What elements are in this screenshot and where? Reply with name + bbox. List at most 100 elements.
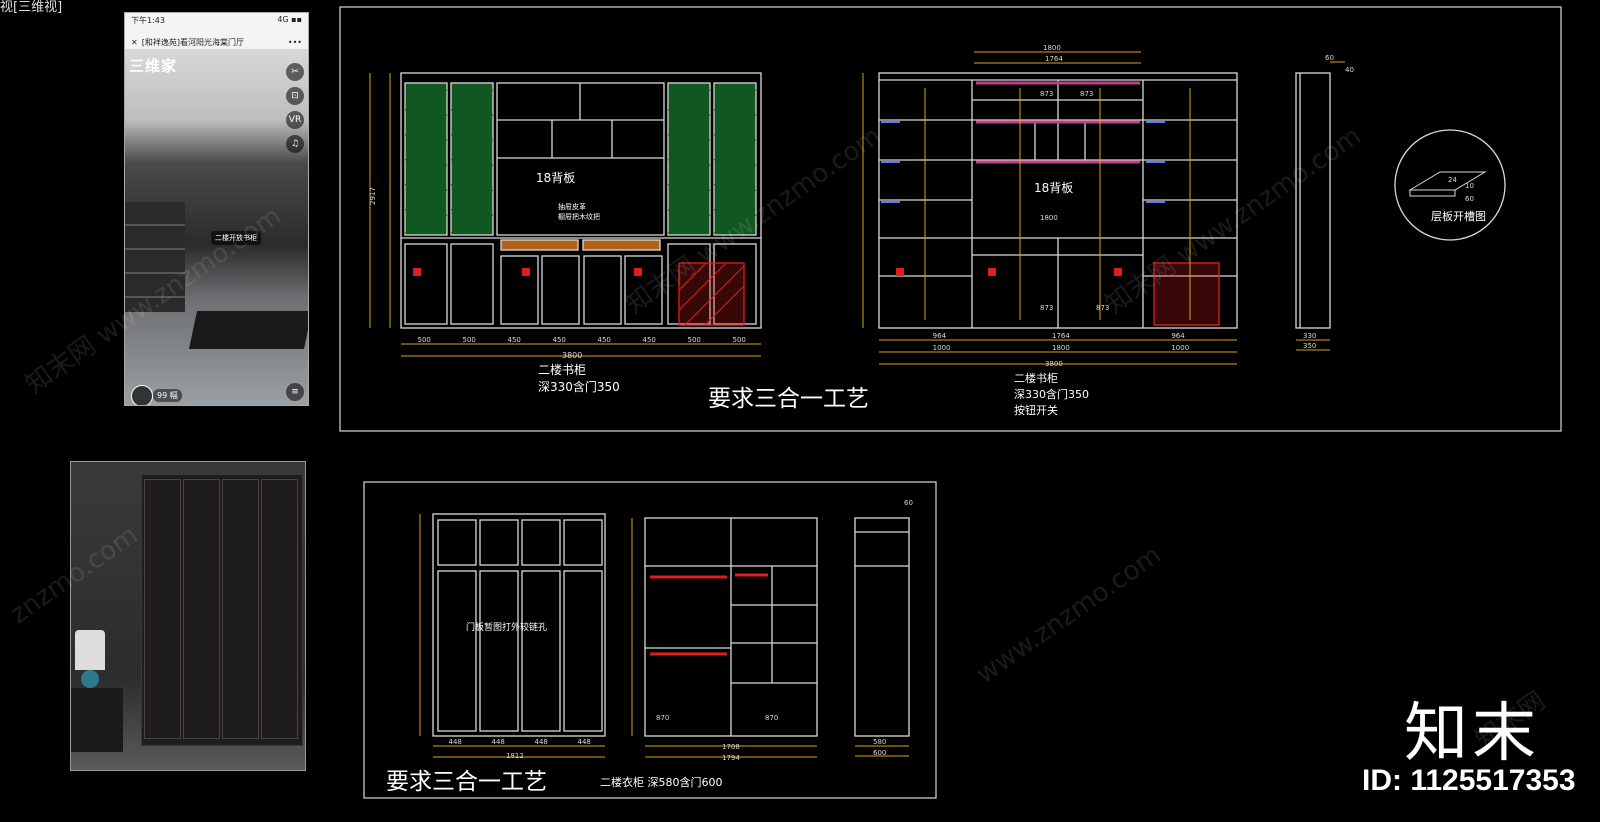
cab2-top-dim-2: 1764	[1045, 55, 1063, 63]
cab2-caption-2: 深330含门350	[1014, 387, 1089, 401]
phone-brand-logo: 三维家	[129, 57, 178, 75]
side-bottom-1: 330	[1303, 332, 1316, 340]
cab2-inner-dim-d: 873	[1096, 304, 1109, 312]
wfront-dim-0: 448	[449, 738, 462, 746]
wside-bottom-1: 580	[873, 738, 886, 746]
cab1-note-2: 橱屉把木纹把	[558, 212, 600, 221]
cab2-back-label: 18背板	[1034, 181, 1073, 195]
cab1-dimension-lines	[369, 73, 761, 357]
wardrobe-front-total: 1812	[506, 752, 524, 760]
wfront-dim-1: 448	[492, 738, 505, 746]
avatar[interactable]	[131, 385, 153, 405]
cab2-top-dim-1: 1800	[1043, 44, 1061, 52]
cab2-bottom-dims-row1: 964 1764 964	[933, 332, 1186, 340]
cab1-bottom-dim-7: 500	[733, 336, 746, 344]
cab1-bottom-dim-0: 500	[418, 336, 431, 344]
cab2-inner-dim-c: 873	[1040, 304, 1053, 312]
cab1-caption-1: 二楼书柜	[538, 362, 586, 377]
render-scene[interactable]	[125, 49, 308, 405]
phone-title: [和祥逸苑]看河阳光海棠门厅	[141, 37, 244, 47]
wardrobe-front-elevation	[432, 513, 606, 737]
menu-icon[interactable]: ≡	[286, 383, 304, 401]
image-counter: 99 幅	[153, 389, 182, 402]
wardrobe-front-bottom-dims: 448 448 448 448	[449, 738, 591, 746]
close-icon[interactable]: ✕	[131, 37, 138, 47]
cab2-inner-dim-a: 873	[1040, 90, 1053, 98]
bookcase-front-elevation	[400, 72, 762, 329]
bookcase-side-view	[1295, 72, 1331, 329]
wfront-dim-3: 448	[578, 738, 591, 746]
hanging-rods	[650, 573, 768, 656]
cab2-dimension-lines	[862, 51, 1237, 365]
phone-status-bar: 下午1:43 4G ▪▪	[125, 13, 308, 33]
wardrobe-render-photo	[70, 461, 306, 771]
scissors-icon[interactable]: ✂	[286, 63, 304, 81]
cab2-bottom-dims-row2: 1000 1800 1000	[933, 344, 1189, 352]
lamp-shade	[75, 630, 105, 670]
cab2-row1-dim-1: 1764	[1052, 332, 1070, 340]
wfront-dim-2: 448	[535, 738, 548, 746]
cab1-bottom-dim-2: 450	[508, 336, 521, 344]
cab1-bottom-dim-1: 500	[463, 336, 476, 344]
cab1-red-markers	[413, 268, 642, 276]
corner-text: 视[三维视]	[0, 0, 63, 15]
scene-bookshelf	[125, 202, 185, 312]
detail-dim-3: 60	[1465, 195, 1474, 203]
vr-icon[interactable]: VR	[286, 111, 304, 129]
cab1-note-1: 抽屉皮革	[558, 202, 586, 211]
cab1-bottom-dim-3: 450	[553, 336, 566, 344]
cab2-red-markers	[896, 268, 1122, 276]
detail-label: 层板开槽图	[1431, 209, 1486, 223]
top-panel-frame	[339, 6, 1562, 432]
bottom-panel-frame	[363, 481, 937, 799]
cab2-blue-strips	[881, 121, 1165, 203]
side-view-dims	[1296, 61, 1345, 351]
cab2-row2-dim-1: 1800	[1052, 344, 1070, 352]
more-icon[interactable]: •••	[287, 37, 302, 47]
wside-top: 60	[904, 499, 913, 507]
inside-total-2: 1794	[722, 754, 740, 762]
shelf-slot-detail	[1408, 171, 1487, 197]
wardrobe-side-dims	[855, 745, 909, 757]
cab1-total-height: 2917	[369, 187, 377, 205]
cab2-row2-dim-0: 1000	[933, 344, 951, 352]
cab2-row2-dim-2: 1000	[1171, 344, 1189, 352]
cab2-caption-1: 二楼书柜	[1014, 371, 1058, 385]
brand-logo: 知末	[1404, 697, 1540, 771]
cab1-bottom-dim-5: 450	[643, 336, 656, 344]
wardrobe-interior-elevation	[644, 517, 818, 737]
cab1-total: 3800	[562, 351, 582, 360]
box-icon[interactable]: ⊡	[286, 87, 304, 105]
cab2-caption-3: 按钮开关	[1014, 403, 1058, 417]
wardrobe-door-note: 门板暂图打外较链孔	[466, 621, 547, 633]
side-top-1: 60	[1325, 54, 1334, 62]
detail-dim-2: 10	[1465, 182, 1474, 190]
side-top-2: 40	[1345, 66, 1354, 74]
status-time: 下午1:43	[131, 16, 165, 25]
lamp-base	[81, 670, 99, 688]
phone-screenshot: 下午1:43 4G ▪▪ ✕ [和祥逸苑]看河阳光海棠门厅 ••• 三维家 ✂ …	[124, 12, 309, 406]
status-signal: 4G ▪▪	[277, 15, 302, 24]
cab1-caption-2: 深330含门350	[538, 379, 620, 394]
detail-dim-1: 24	[1448, 176, 1457, 184]
cab2-row1-dim-0: 964	[933, 332, 947, 340]
cab1-bottom-dims: 500 500 450 450 450 450 500 500	[418, 336, 746, 344]
cab2-inner-dim-b: 873	[1080, 90, 1093, 98]
music-icon[interactable]: ♫	[286, 135, 304, 153]
cab2-total: 3800	[1045, 360, 1063, 368]
cab1-back-label: 18背板	[536, 171, 575, 185]
cab1-bottom-dim-4: 450	[598, 336, 611, 344]
cab2-row1-dim-2: 964	[1171, 332, 1185, 340]
top-requirement: 要求三合一工艺	[708, 386, 869, 412]
scene-tag[interactable]: 二楼开放书柜	[211, 231, 261, 245]
inside-total-1: 1708	[722, 743, 740, 751]
wardrobe-body	[141, 474, 303, 746]
bottom-requirement: 要求三合一工艺	[386, 769, 547, 795]
side-bottom-2: 350	[1303, 342, 1316, 350]
wside-bottom-2: 600	[873, 749, 886, 757]
cab1-bottom-dim-6: 500	[688, 336, 701, 344]
inside-dim-2: 870	[765, 714, 778, 722]
wardrobe-caption: 二楼衣柜 深580含门600	[600, 775, 723, 789]
cab2-inner-dim: 1800	[1040, 214, 1058, 222]
